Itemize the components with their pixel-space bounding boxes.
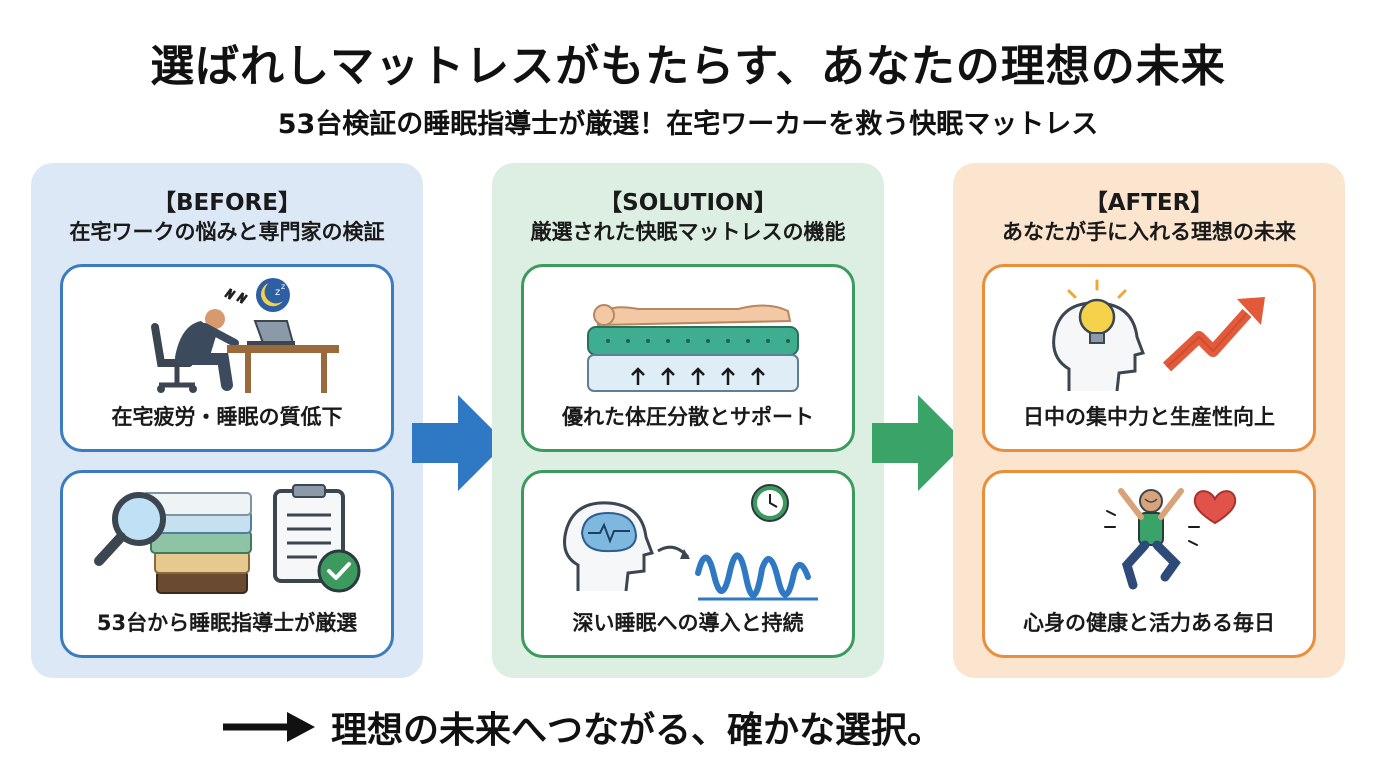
mattress-support-icon xyxy=(587,304,799,392)
after-tag: 【AFTER】 xyxy=(1084,190,1214,216)
before-card-fatigue: z z 在宅疲労・睡眠の質低下 xyxy=(60,264,394,452)
after-heading: あなたが手に入れる理想の未来 xyxy=(1002,220,1296,244)
tired-worker-icon: z z xyxy=(151,278,339,393)
solution-heading: 厳選された快眠マットレスの機能 xyxy=(530,220,846,244)
footer-text: 理想の未来へつながる、確かな選択。 xyxy=(331,710,944,751)
before-card-selection-label: 53台から睡眠指導士が厳選 xyxy=(96,611,358,635)
arrow-right-icon xyxy=(412,395,506,491)
long-arrow-icon xyxy=(223,712,315,742)
after-card-productivity: 日中の集中力と生産性向上 xyxy=(982,264,1316,452)
solution-card-deep-sleep-label: 深い睡眠への導入と持続 xyxy=(572,611,804,635)
before-panel: 【BEFORE】 在宅ワークの悩みと専門家の検証 xyxy=(31,163,423,678)
page-title: 選ばれしマットレスがもたらす、あなたの理想の未来 xyxy=(150,41,1226,92)
arrow-right-icon xyxy=(872,395,966,491)
brain-sleep-wave-icon xyxy=(563,484,818,601)
solution-card-deep-sleep: 深い睡眠への導入と持続 xyxy=(521,470,855,658)
after-card-productivity-label: 日中の集中力と生産性向上 xyxy=(1023,405,1275,429)
before-tag: 【BEFORE】 xyxy=(153,190,301,216)
happy-person-heart-icon xyxy=(1104,488,1237,590)
page-subtitle: 53台検証の睡眠指導士が厳選！在宅ワーカーを救う快眠マットレス xyxy=(277,109,1099,140)
before-card-fatigue-label: 在宅疲労・睡眠の質低下 xyxy=(111,405,343,429)
mattress-inspection-icon xyxy=(94,484,361,594)
svg-text:z: z xyxy=(281,282,285,291)
solution-card-support: 優れた体圧分散とサポート xyxy=(521,264,855,452)
footer: 理想の未来へつながる、確かな選択。 xyxy=(223,700,943,754)
before-heading: 在宅ワークの悩みと専門家の検証 xyxy=(69,220,385,244)
after-panel: 【AFTER】 あなたが手に入れる理想の未来 日中の集中力と生産性向上 xyxy=(953,163,1345,678)
solution-tag: 【SOLUTION】 xyxy=(599,190,777,216)
solution-card-support-label: 優れた体圧分散とサポート xyxy=(562,405,814,429)
before-card-selection: 53台から睡眠指導士が厳選 xyxy=(60,470,394,658)
idea-growth-icon xyxy=(1052,279,1265,392)
after-card-wellbeing: 心身の健康と活力ある毎日 xyxy=(982,470,1316,658)
after-card-wellbeing-label: 心身の健康と活力ある毎日 xyxy=(1023,611,1275,635)
svg-text:z: z xyxy=(275,287,280,298)
solution-panel: 【SOLUTION】 厳選された快眠マットレスの機能 xyxy=(492,163,884,678)
